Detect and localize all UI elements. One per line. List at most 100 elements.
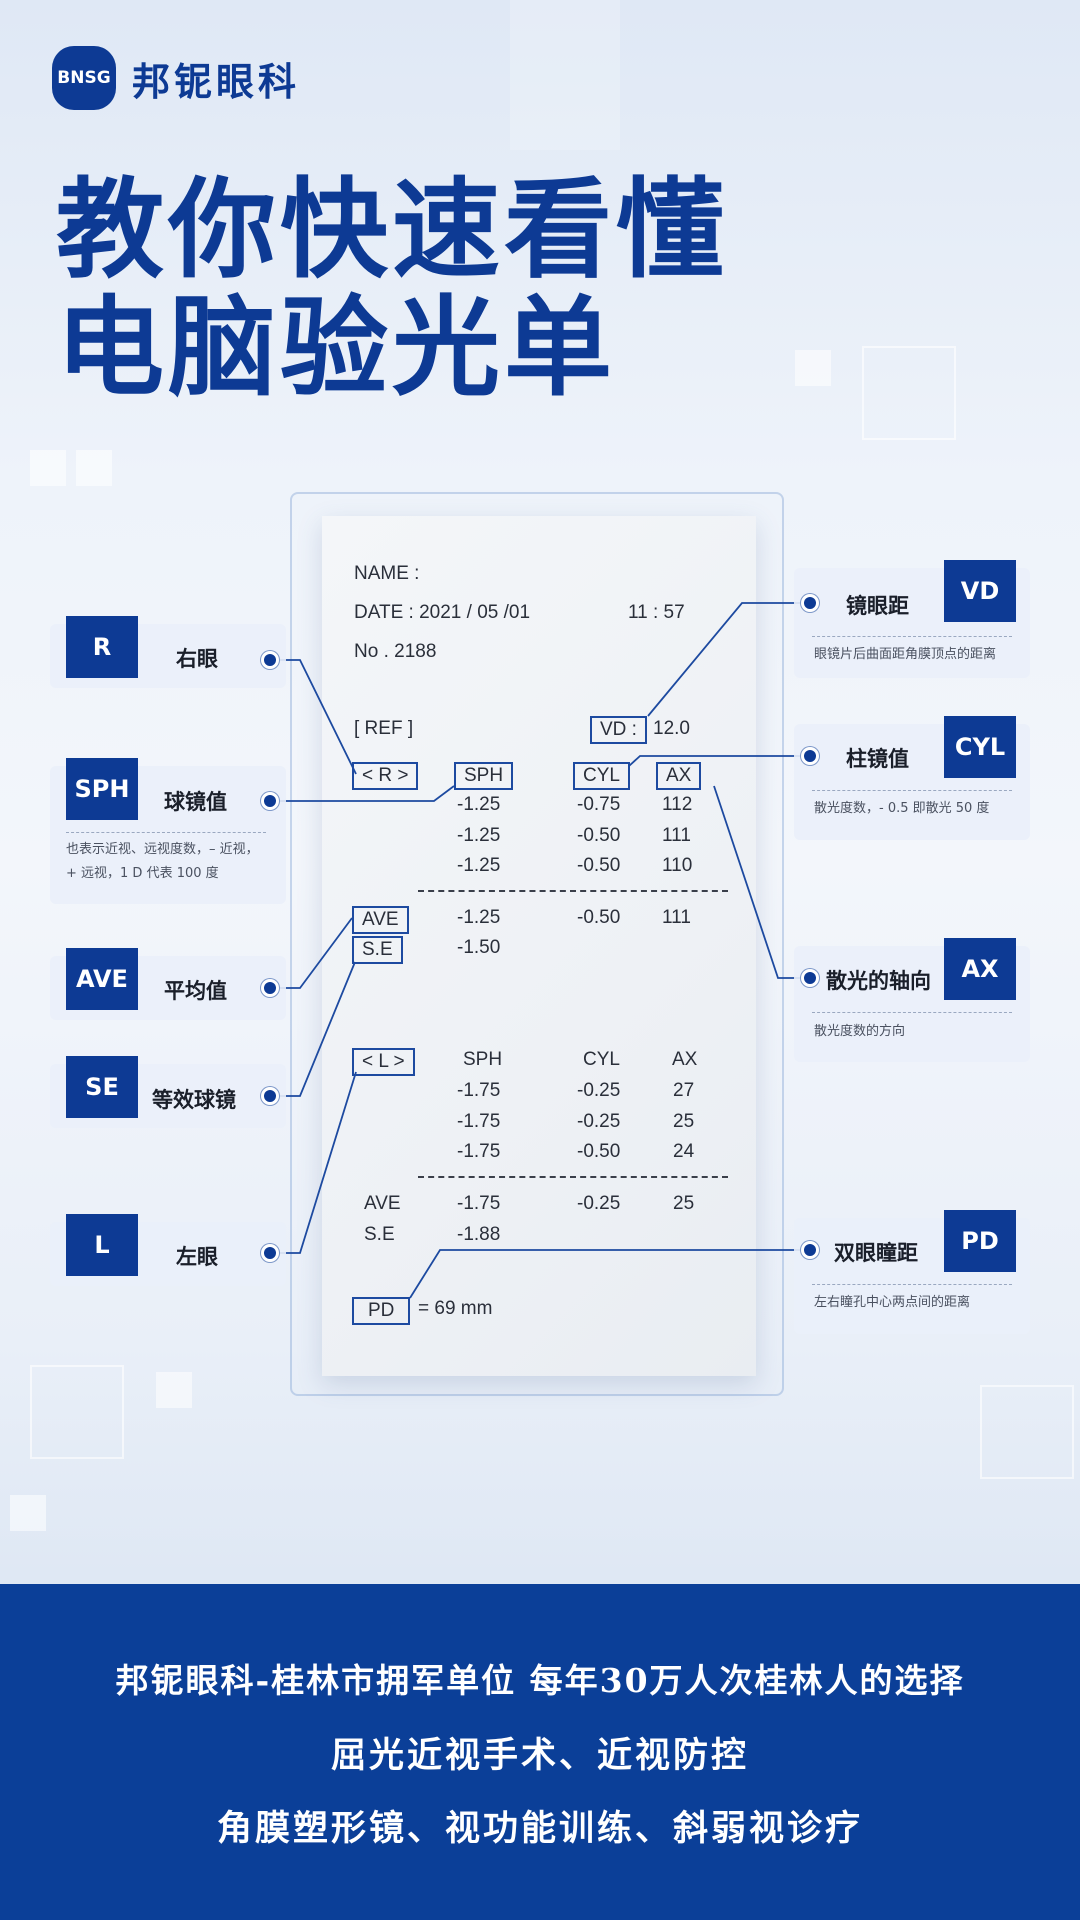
- receipt-time: 11 : 57: [628, 602, 685, 623]
- right-row-cyl: -0.75: [577, 794, 621, 815]
- label-sph: 球镜值: [164, 790, 227, 814]
- card-separator: [812, 1284, 1012, 1285]
- dot-l: [264, 1247, 276, 1259]
- right-se-label: S.E: [352, 936, 403, 964]
- right-row-sph: -1.25: [457, 825, 501, 846]
- headline: 教你快速看懂 电脑验光单: [56, 172, 728, 408]
- dot-se: [264, 1090, 276, 1102]
- right-row-cyl: -0.50: [577, 855, 621, 876]
- label-vd: 镜眼距: [846, 594, 909, 618]
- connector-cyl: [628, 755, 810, 767]
- right-row-cyl: -0.50: [577, 825, 621, 846]
- left-row-sph: -1.75: [457, 1080, 501, 1101]
- receipt-date: DATE : 2021 / 05 /01: [354, 602, 531, 623]
- desc-pd: 左右瞳孔中心两点间的距离: [814, 1295, 971, 1310]
- decor-square: [76, 450, 112, 486]
- connector-vd: [647, 602, 810, 717]
- receipt-name: NAME :: [354, 563, 420, 584]
- desc-sph-1: 也表示近视、远视度数，– 近视，: [66, 842, 259, 857]
- right-row-ax: 112: [662, 794, 693, 815]
- left-se-sph: -1.88: [457, 1224, 501, 1245]
- left-row-cyl: -0.50: [577, 1141, 621, 1162]
- badge-se: SE: [66, 1056, 138, 1118]
- divider: [418, 890, 728, 892]
- desc-vd: 眼镜片后曲面距角膜顶点的距离: [814, 647, 997, 662]
- refraction-receipt: [322, 516, 756, 1376]
- right-row-ax: 111: [662, 825, 691, 846]
- dot-pd: [804, 1244, 816, 1256]
- card-separator: [812, 1012, 1012, 1013]
- brand-name: 邦铌眼科: [132, 59, 301, 104]
- label-cyl: 柱镜值: [846, 747, 909, 771]
- dot-cyl: [804, 750, 816, 762]
- badge-r: R: [66, 616, 138, 678]
- dot-ave: [264, 982, 276, 994]
- right-row-sph: -1.25: [457, 855, 501, 876]
- badge-ave: AVE: [66, 948, 138, 1010]
- label-l: 左眼: [176, 1245, 218, 1269]
- label-ax: 散光的轴向: [826, 969, 931, 993]
- desc-sph-2: + 远视，1 D 代表 100 度: [66, 866, 219, 881]
- connector-pd: [409, 1249, 810, 1299]
- left-ave-sph: -1.75: [457, 1193, 501, 1214]
- badge-cyl: CYL: [944, 716, 1016, 778]
- col-header-cyl: CYL: [573, 762, 630, 790]
- right-se-sph: -1.50: [457, 937, 501, 958]
- decor-square: [156, 1372, 192, 1408]
- left-col-ax: AX: [672, 1049, 698, 1070]
- left-col-sph: SPH: [463, 1049, 503, 1070]
- decor-square: [862, 346, 956, 440]
- decor-square: [795, 350, 831, 386]
- left-row-sph: -1.75: [457, 1111, 501, 1132]
- left-se-label: S.E: [364, 1224, 395, 1245]
- logo-mark: BNSG: [52, 46, 116, 110]
- left-row-ax: 27: [673, 1080, 695, 1101]
- card-separator: [812, 636, 1012, 637]
- footer-line-3: 角膜塑形镜、视功能训练、斜弱视诊疗: [216, 1808, 863, 1849]
- footer-line-1: 邦铌眼科-桂林市拥军单位 每年30万人次桂林人的选择: [115, 1661, 965, 1700]
- label-pd: 双眼瞳距: [834, 1241, 918, 1265]
- left-row-ax: 25: [673, 1111, 695, 1132]
- badge-vd: VD: [944, 560, 1016, 622]
- card-separator: [66, 832, 266, 833]
- right-row-ax: 110: [662, 855, 693, 876]
- left-ave-label: AVE: [364, 1193, 401, 1214]
- col-header-sph: SPH: [454, 762, 514, 790]
- divider: [418, 1176, 728, 1178]
- label-r: 右眼: [176, 647, 218, 671]
- left-row-ax: 24: [673, 1141, 695, 1162]
- pd-value: = 69 mm: [418, 1298, 493, 1319]
- dot-vd: [804, 597, 816, 609]
- decor-square: [980, 1385, 1074, 1479]
- label-se: 等效球镜: [152, 1088, 236, 1112]
- headline-line-2: 电脑验光单: [56, 286, 617, 411]
- brand-logo: BNSG 邦铌眼科: [52, 46, 300, 110]
- pd-label: PD: [352, 1297, 411, 1325]
- vd-label: VD :: [590, 716, 647, 744]
- desc-cyl: 散光度数，- 0.5 即散光 50 度: [814, 801, 990, 816]
- left-col-cyl: CYL: [583, 1049, 620, 1070]
- connector-sph: [270, 785, 455, 802]
- receipt-frame: [290, 492, 784, 1396]
- desc-ax: 散光度数的方向: [814, 1024, 906, 1039]
- right-eye-tag: < R >: [352, 762, 419, 790]
- connector-lines: [270, 602, 810, 1299]
- badge-ax: AX: [944, 938, 1016, 1000]
- right-ave-sph: -1.25: [457, 907, 501, 928]
- receipt-number: No . 2188: [354, 641, 437, 662]
- right-ave-cyl: -0.50: [577, 907, 621, 928]
- decor-square: [30, 1365, 124, 1459]
- decor-square: [10, 1495, 46, 1531]
- right-row-sph: -1.25: [457, 794, 501, 815]
- footer-line-2: 屈光近视手术、近视防控: [330, 1735, 749, 1776]
- vd-value: 12.0: [653, 718, 690, 739]
- left-row-cyl: -0.25: [577, 1111, 621, 1132]
- left-row-cyl: -0.25: [577, 1080, 621, 1101]
- decor-square: [510, 0, 620, 150]
- dot-r: [264, 654, 276, 666]
- left-ave-cyl: -0.25: [577, 1193, 621, 1214]
- dot-ax: [804, 972, 816, 984]
- badge-pd: PD: [944, 1210, 1016, 1272]
- right-ave-ax: 111: [662, 907, 691, 928]
- headline-line-1: 教你快速看懂: [56, 168, 729, 293]
